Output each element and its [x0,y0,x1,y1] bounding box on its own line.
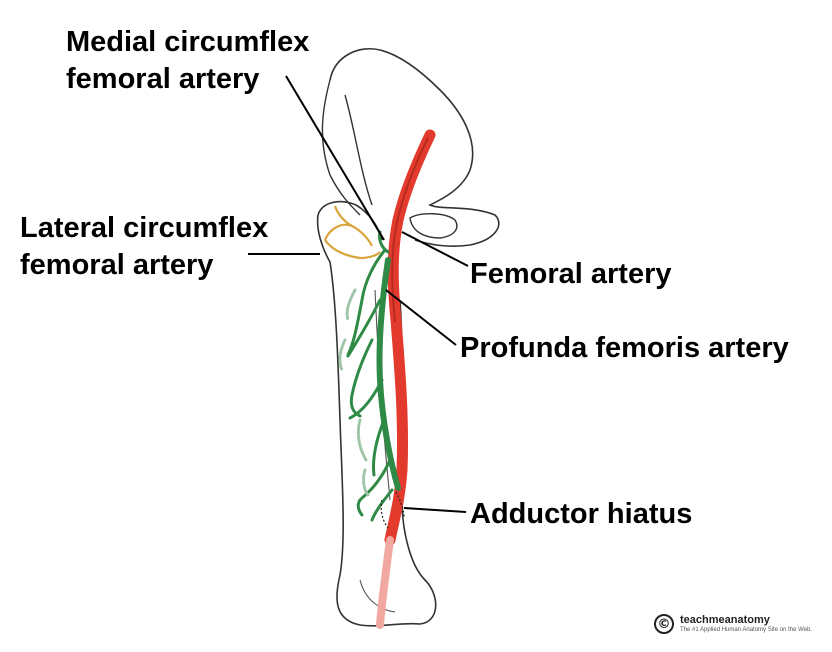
brand-block: teachmeanatomy The #1 Applied Human Anat… [680,614,812,634]
leader-adductor-hiatus [403,507,467,513]
lateral-circumflex-branches [323,205,381,260]
hip-bone-inner [321,79,373,216]
brand-tagline: The #1 Applied Human Anatomy Site on the… [680,627,812,633]
teachmeanatomy-credit: © teachmeanatomy The #1 Applied Human An… [654,614,812,634]
brand-name: teachmeanatomy [680,614,770,626]
label-medial-circumflex-femoral-artery: Medial circumflex femoral artery [66,24,309,98]
hip-bone-outline [329,48,500,247]
profunda-branches [346,248,394,522]
femur-outline [316,200,437,627]
leader-profunda-femoris [385,289,457,346]
perforating-branches-faint [338,288,370,497]
acetabulum-outline [409,213,458,239]
label-medial-line2: femoral artery [66,63,260,95]
label-lateral-line2: femoral artery [20,249,214,281]
label-lateral-circumflex-femoral-artery: Lateral circumflex femoral artery [20,210,268,284]
popliteal-continuation [376,536,394,629]
leader-medial-circumflex [285,75,385,241]
label-femoral-artery: Femoral artery [470,258,672,290]
adductor-hiatus-marker [380,491,405,529]
femoral-artery-highlight [391,137,429,323]
label-medial-line1: Medial circumflex [66,26,310,58]
label-lateral-line1: Lateral circumflex [20,212,269,244]
copyright-icon: © [654,614,674,634]
label-adductor-hiatus: Adductor hiatus [470,498,693,530]
label-profunda-femoris-artery: Profunda femoris artery [460,332,789,364]
leader-femoral-artery [401,231,469,267]
